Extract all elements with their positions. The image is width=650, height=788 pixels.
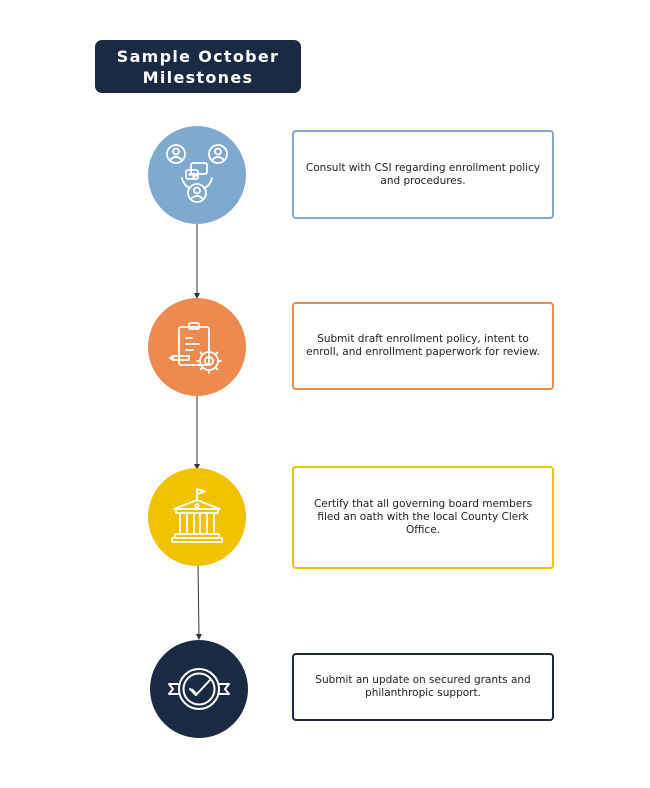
step-4-circle [150,640,248,738]
step-1-circle [148,126,246,224]
step-1-card: Consult with CSI regarding enrollment po… [292,130,554,219]
connector-3-4 [195,565,202,640]
collaboration-people-icon [166,144,228,203]
approval-badge-icon [168,668,230,710]
step-2-circle [148,298,246,396]
clipboard-gear-icon [169,322,222,374]
government-building-icon [171,488,223,543]
step-2-text: Submit draft enrollment policy, intent t… [306,333,540,358]
page-title: Sample October Milestones [116,46,280,87]
step-1-text: Consult with CSI regarding enrollment po… [305,161,541,187]
step-4-text: Submit an update on secured grants and p… [315,674,531,699]
step-2-card: Submit draft enrollment policy, intent t… [292,302,554,390]
step-3-text: Certify that all governing board members… [313,498,533,536]
step-3-card: Certify that all governing board members… [292,466,554,569]
step-3-circle [148,468,246,566]
step-4-card: Submit an update on secured grants and p… [292,653,554,721]
title-banner: Sample October Milestones [95,40,301,93]
